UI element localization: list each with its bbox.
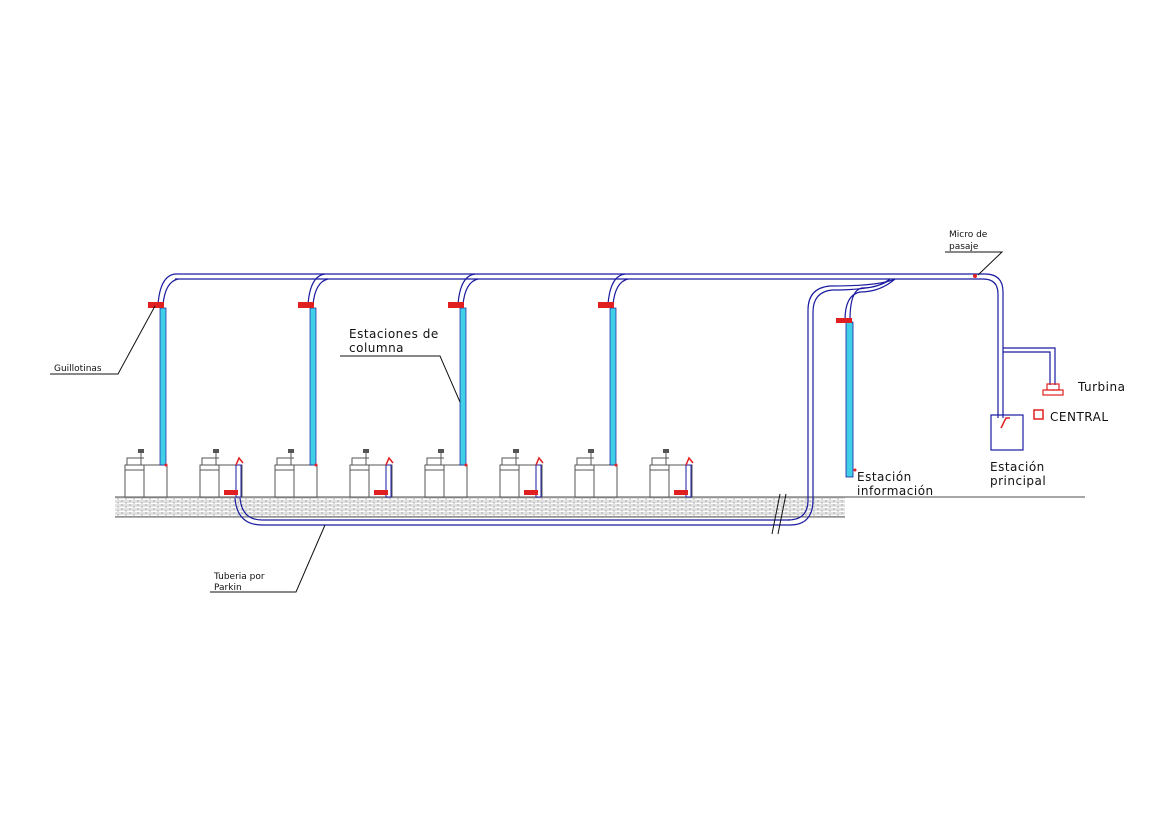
machine-body <box>124 464 168 498</box>
label-info-2: información <box>857 484 934 498</box>
machine-arm <box>576 457 594 465</box>
machine-handle-icon <box>138 449 144 453</box>
parking-machine <box>499 449 543 498</box>
break-mark <box>771 493 787 535</box>
guillotina-valve-icon <box>148 302 164 308</box>
machine-handle-icon <box>438 449 444 453</box>
label-estaciones-1: Estaciones de <box>349 327 439 341</box>
main-pipe <box>157 273 1056 526</box>
guillotina-valve-icon <box>448 302 464 308</box>
floor-station-tube <box>535 464 542 498</box>
central-icon <box>1033 409 1044 420</box>
guillotina-valve-icon <box>224 490 238 495</box>
machine-handle-icon <box>588 449 594 453</box>
floor-station-valve-icon <box>685 456 694 466</box>
machine-arm <box>201 457 219 465</box>
turbine-icon <box>1042 383 1064 396</box>
leader-lines <box>50 251 1004 593</box>
machine-arm <box>276 457 294 465</box>
main-station-valve-icon <box>1000 417 1010 429</box>
machine-arm <box>501 457 519 465</box>
label-tuberia-2: Parkin <box>214 583 242 593</box>
machine-handle-icon <box>513 449 519 453</box>
parking-machine <box>574 449 618 498</box>
guillotina-valve-icon <box>524 490 538 495</box>
label-principal-2: principal <box>990 474 1046 488</box>
column-tube <box>159 307 167 466</box>
machine-handle-icon <box>213 449 219 453</box>
column-tube <box>609 307 617 466</box>
micro-sensor-icon <box>973 274 977 278</box>
info-station-column <box>836 318 857 478</box>
machine-arm <box>126 457 144 465</box>
machine-arm <box>651 457 669 465</box>
guillotina-valve-icon <box>374 490 388 495</box>
guillotina-valve-icon <box>298 302 314 308</box>
column-sensor-icon <box>614 463 618 467</box>
label-micro-2: pasaje <box>949 242 979 252</box>
column-tube <box>459 307 467 466</box>
parking-machine <box>124 449 168 498</box>
column-tube <box>309 307 317 466</box>
machine-arm <box>426 457 444 465</box>
floor-station-valve-icon <box>535 456 544 466</box>
stations <box>124 302 694 498</box>
floor-station-tube <box>235 464 242 498</box>
column-sensor-icon <box>314 463 318 467</box>
guillotina-valve-icon <box>598 302 614 308</box>
label-info-1: Estación <box>857 470 912 484</box>
label-estaciones-2: columna <box>349 341 404 355</box>
label-central: CENTRAL <box>1050 410 1109 424</box>
machine-handle-icon <box>363 449 369 453</box>
parking-machine <box>274 449 318 498</box>
label-guillotinas: Guillotinas <box>54 364 102 374</box>
machine-handle-icon <box>288 449 294 453</box>
parking-machine <box>424 449 468 498</box>
floor-station-tube <box>685 464 692 498</box>
label-principal-1: Estación <box>990 460 1045 474</box>
machine-arm <box>351 457 369 465</box>
floor-station-valve-icon <box>385 456 394 466</box>
label-turbina: Turbina <box>1077 380 1125 394</box>
main-station-box <box>990 414 1024 451</box>
label-tuberia-1: Tuberia por <box>213 572 265 582</box>
label-micro-1: Micro de <box>949 230 988 240</box>
column-sensor-icon <box>464 463 468 467</box>
floor-station-valve-icon <box>235 456 244 466</box>
machine-handle-icon <box>663 449 669 453</box>
guillotina-valve-icon <box>674 490 688 495</box>
column-sensor-icon <box>164 463 168 467</box>
floor-slab <box>115 496 1085 518</box>
floor-station-tube <box>385 464 392 498</box>
machine-body <box>574 464 618 498</box>
